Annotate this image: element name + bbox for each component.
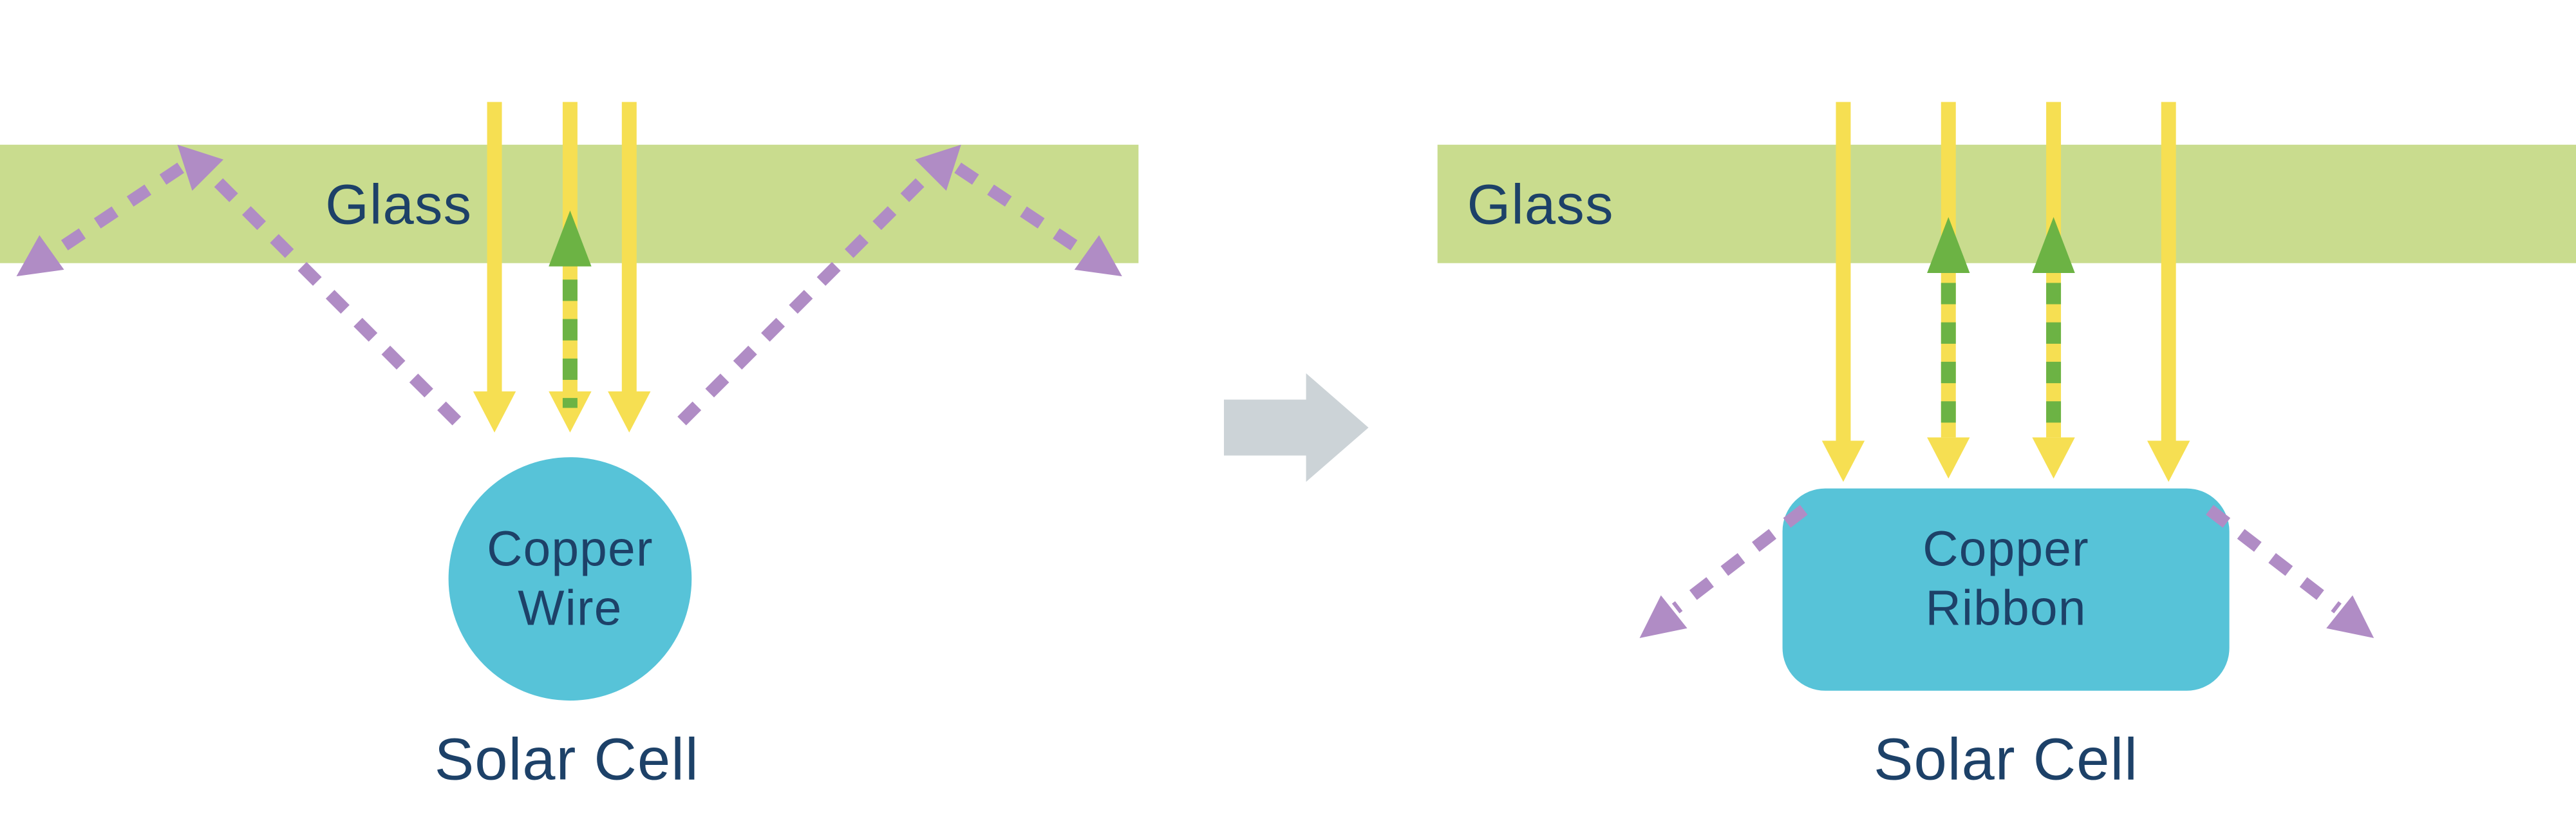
reflected-ray-arrow-head [16,235,64,277]
glass-label-left: Glass [325,173,472,236]
absorbed-light-arrow-left [549,210,592,408]
sunlight-arrow-head [549,391,592,433]
sunlight-arrow-head [1821,440,1865,482]
reflected-ray-arrow-head [915,144,961,191]
transition-arrow-icon [1223,373,1369,482]
reflected-ray [954,162,1089,259]
solar-cell-caption-right: Solar Cell [1874,727,2138,793]
copper-wire-label-line2: Wire [518,581,622,636]
reflected-ray [677,166,936,426]
reflected-ray-arrow-head [2326,595,2374,639]
absorbed-light-arrow-head [549,210,592,267]
reflected-light-path-right-panel [1639,505,2374,639]
sunlight-arrow-head [608,391,651,433]
reflected-ray [2206,505,2342,614]
sunlight-arrow-head [1927,437,1970,479]
copper-wire-label-line1: Copper [487,522,653,577]
reflected-ray-arrow-head [177,144,224,191]
copper-wire-shape [448,457,692,701]
reflected-light-path-right-side [677,144,1122,426]
left-panel: Glass Copper [0,102,1139,793]
copper-ribbon-label-line1: Copper [1923,522,2089,577]
solar-cell-caption-left: Solar Cell [435,727,699,793]
reflected-ray [202,166,462,426]
sunlight-arrow-head [2147,440,2190,482]
reflected-ray [1671,505,1808,614]
glass-layer-right [1437,144,2576,263]
sunlight-arrow-head [2032,437,2075,479]
reflected-light-path-left-side [16,144,462,426]
right-panel: Glass Copper Ribbon [1437,102,2576,793]
reflected-ray [49,162,184,259]
sunlight-arrow-head [473,391,516,433]
absorbed-light-arrow-head [1927,217,1970,273]
copper-ribbon-shape [1782,488,2230,691]
reflected-ray-arrow-head [1639,595,1688,639]
reflected-ray-arrow-head [1074,235,1122,277]
glass-label-right: Glass [1467,173,1614,236]
copper-ribbon-label-line2: Ribbon [1925,581,2086,636]
absorbed-light-arrows-right [1927,217,2075,428]
absorbed-light-arrow-head [2032,217,2075,273]
